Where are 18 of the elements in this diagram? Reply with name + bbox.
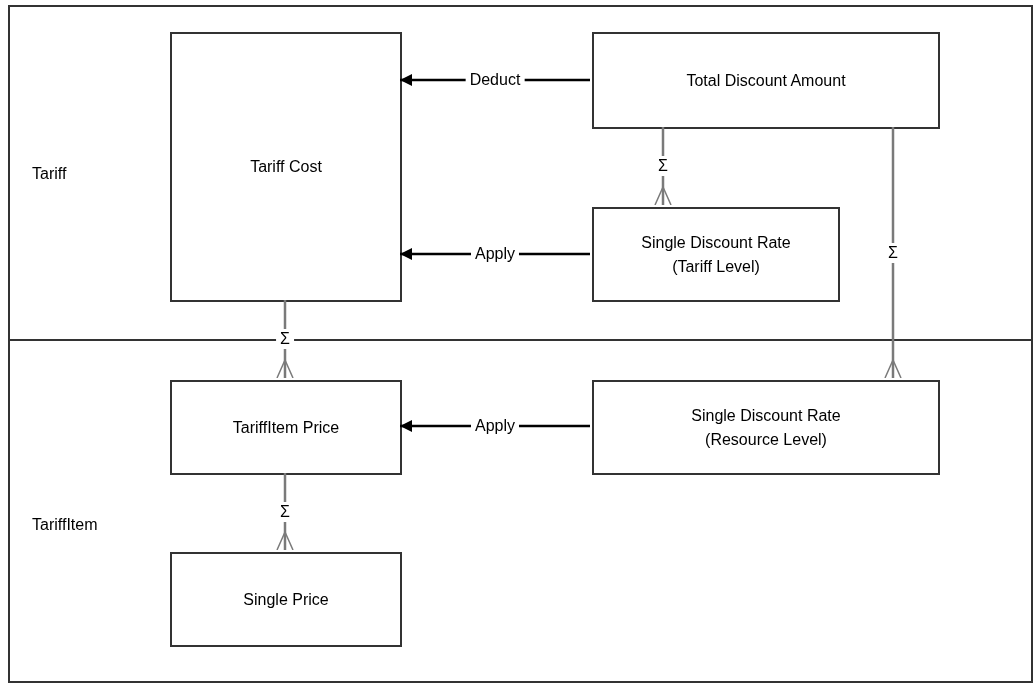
- box-label: Single Price: [243, 589, 329, 610]
- edge-label: Apply: [471, 244, 519, 264]
- box-label: Tariff Cost: [250, 157, 322, 177]
- relationship-line: [884, 127, 902, 379]
- entity-box: [592, 207, 840, 302]
- box-label: Total Discount Amount: [686, 70, 846, 91]
- lane-label: TariffItem: [32, 515, 98, 535]
- entity-box: [592, 32, 940, 129]
- entity-box: [170, 32, 402, 302]
- entity-box: [592, 380, 940, 475]
- box-label: TariffItem Price: [232, 417, 340, 438]
- box-label: Single Discount Rate (Tariff Level): [640, 232, 792, 277]
- edge-label: Apply: [471, 416, 519, 436]
- box-label: Single Discount Rate (Resource Level): [690, 405, 842, 450]
- lane-label: Tariff: [32, 164, 67, 184]
- edge-label: Σ: [276, 329, 294, 349]
- entity-box: [170, 552, 402, 647]
- entity-box: [170, 380, 402, 475]
